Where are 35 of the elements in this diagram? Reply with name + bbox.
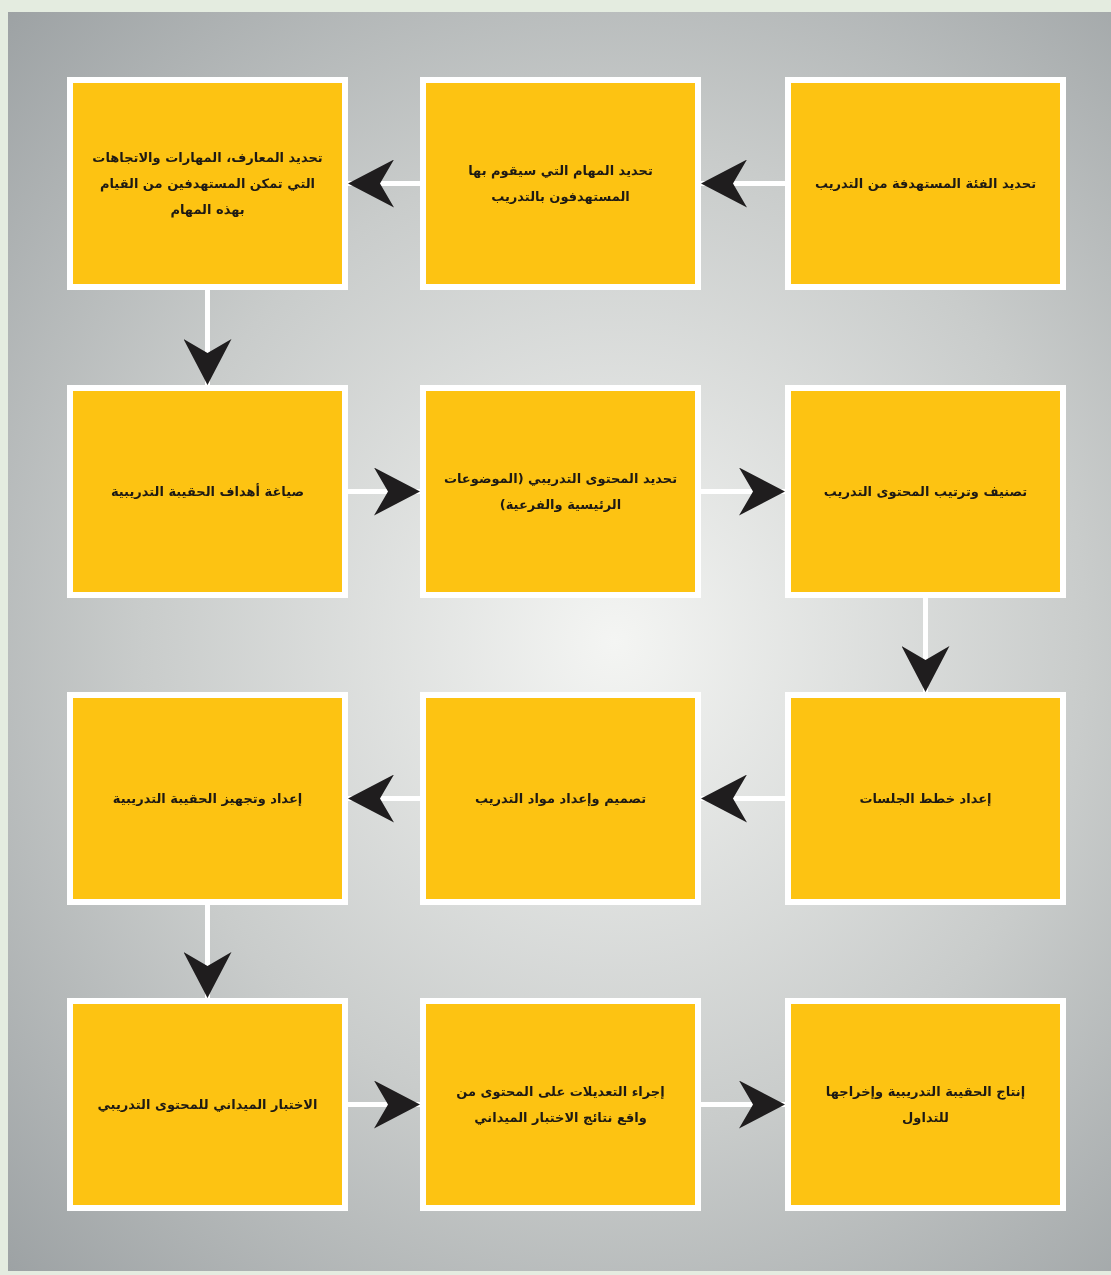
- arrow: [901, 598, 950, 692]
- step-text: إعداد وتجهيز الحقيبة التدريبية: [112, 789, 303, 808]
- arrow: [701, 467, 785, 516]
- step-text: تحديد المعارف، المهارات والاتجاهات التي تمكن المستهدفين من القيام بهذه المهام: [91, 148, 324, 220]
- step-text: تصميم وإعداد مواد التدريب: [474, 789, 647, 808]
- step-text: تحديد المهام التي سيقوم بها المستهدفون بالتدريب: [467, 161, 654, 206]
- step-text: تصنيف وترتيب المحتوى التدريب: [823, 482, 1028, 501]
- step-text: تحديد المحتوى التدريبي (الموضوعات الرئيسية والفرعية): [442, 469, 679, 514]
- arrow: [348, 774, 420, 823]
- step-text: صياغة أهداف الحقيبة التدريبية: [110, 482, 305, 501]
- step-text: إجراء التعديلات على المحتوى من واقع نتائج الاختبار الميداني: [455, 1082, 666, 1127]
- arrow: [701, 1080, 785, 1129]
- process-box: [67, 998, 348, 1211]
- process-box: [67, 385, 348, 598]
- process-box: [67, 692, 348, 905]
- arrow: [183, 290, 232, 385]
- arrow: [348, 1080, 420, 1129]
- arrow: [701, 774, 785, 823]
- process-box: [785, 385, 1066, 598]
- process-box: [420, 385, 701, 598]
- arrow: [348, 467, 420, 516]
- arrow: [183, 905, 232, 998]
- step-text: إعداد خطط الجلسات: [859, 789, 992, 808]
- step-text: إنتاج الحقيبة التدريبية وإخراجها للتداول: [824, 1082, 1027, 1127]
- step-text: تحديد الفئة المستهدفة من التدريب: [814, 174, 1037, 193]
- process-box: [785, 77, 1066, 290]
- process-box: [420, 692, 701, 905]
- process-box: [785, 998, 1066, 1211]
- process-box: [67, 77, 348, 290]
- process-box: [420, 77, 701, 290]
- process-box: [420, 998, 701, 1211]
- arrow: [701, 159, 785, 208]
- process-box: [785, 692, 1066, 905]
- arrow: [348, 159, 420, 208]
- step-text: الاختبار الميداني للمحتوى التدريبي: [97, 1095, 318, 1114]
